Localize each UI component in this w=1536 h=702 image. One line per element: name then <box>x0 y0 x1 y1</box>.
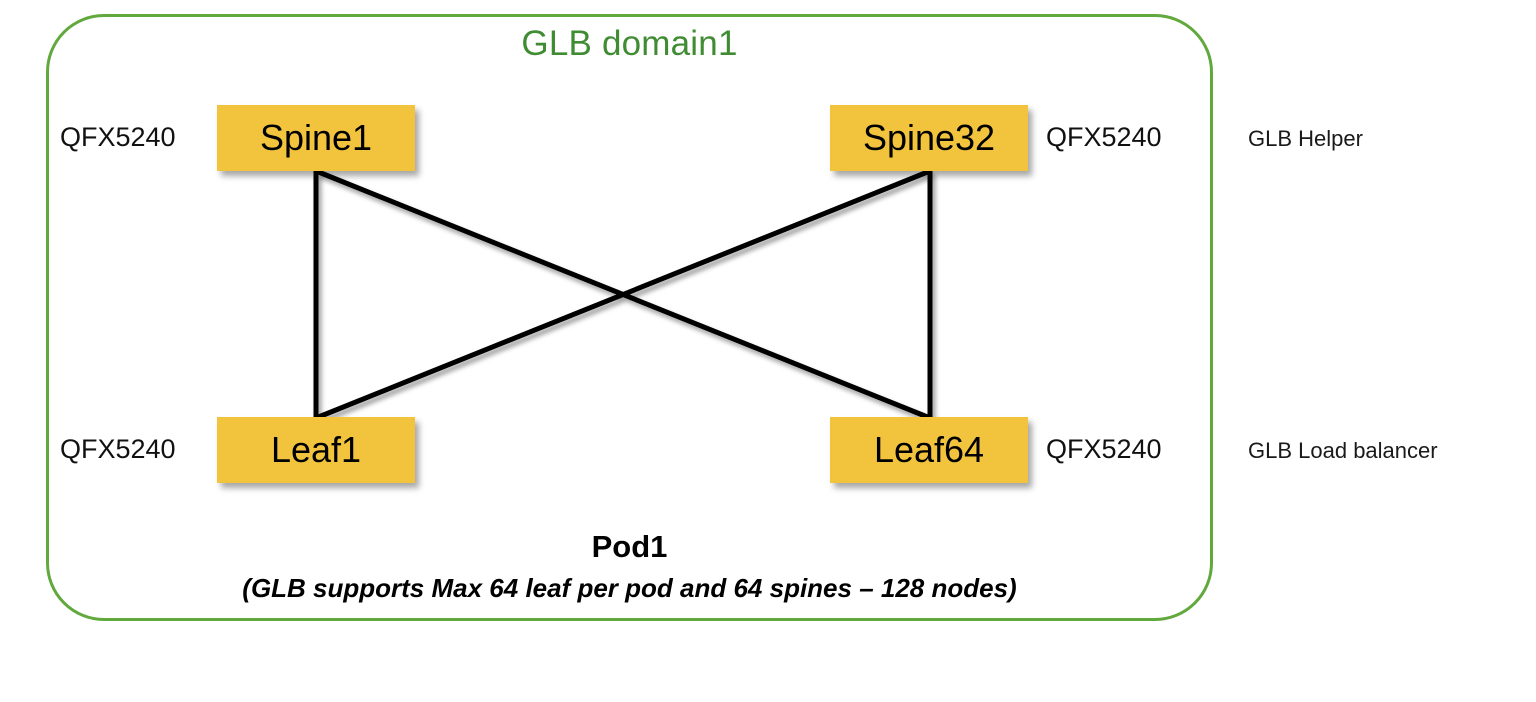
glb-domain-boundary <box>46 14 1213 621</box>
glb-domain-title: GLB domain1 <box>521 24 738 63</box>
node-leaf64[interactable]: Leaf64 <box>830 417 1028 483</box>
role-label-glb-helper: GLB Helper <box>1248 126 1363 151</box>
node-spine32[interactable]: Spine32 <box>830 105 1028 171</box>
model-label-leaf-left: QFX5240 <box>60 434 176 464</box>
node-leaf1-label: Leaf1 <box>270 429 362 470</box>
node-leaf64-label: Leaf64 <box>873 429 985 470</box>
node-spine32-label: Spine32 <box>862 117 996 158</box>
role-label-glb-load-balancer: GLB Load balancer <box>1248 438 1438 463</box>
node-spine1[interactable]: Spine1 <box>217 105 415 171</box>
model-label-spine-right: QFX5240 <box>1046 122 1162 152</box>
pod-title: Pod1 <box>591 529 668 564</box>
node-spine1-label: Spine1 <box>259 117 373 158</box>
model-label-leaf-right: QFX5240 <box>1046 434 1162 464</box>
pod-capacity-note: (GLB supports Max 64 leaf per pod and 64… <box>242 573 1017 603</box>
model-label-spine-left: QFX5240 <box>60 122 176 152</box>
node-leaf1[interactable]: Leaf1 <box>217 417 415 483</box>
